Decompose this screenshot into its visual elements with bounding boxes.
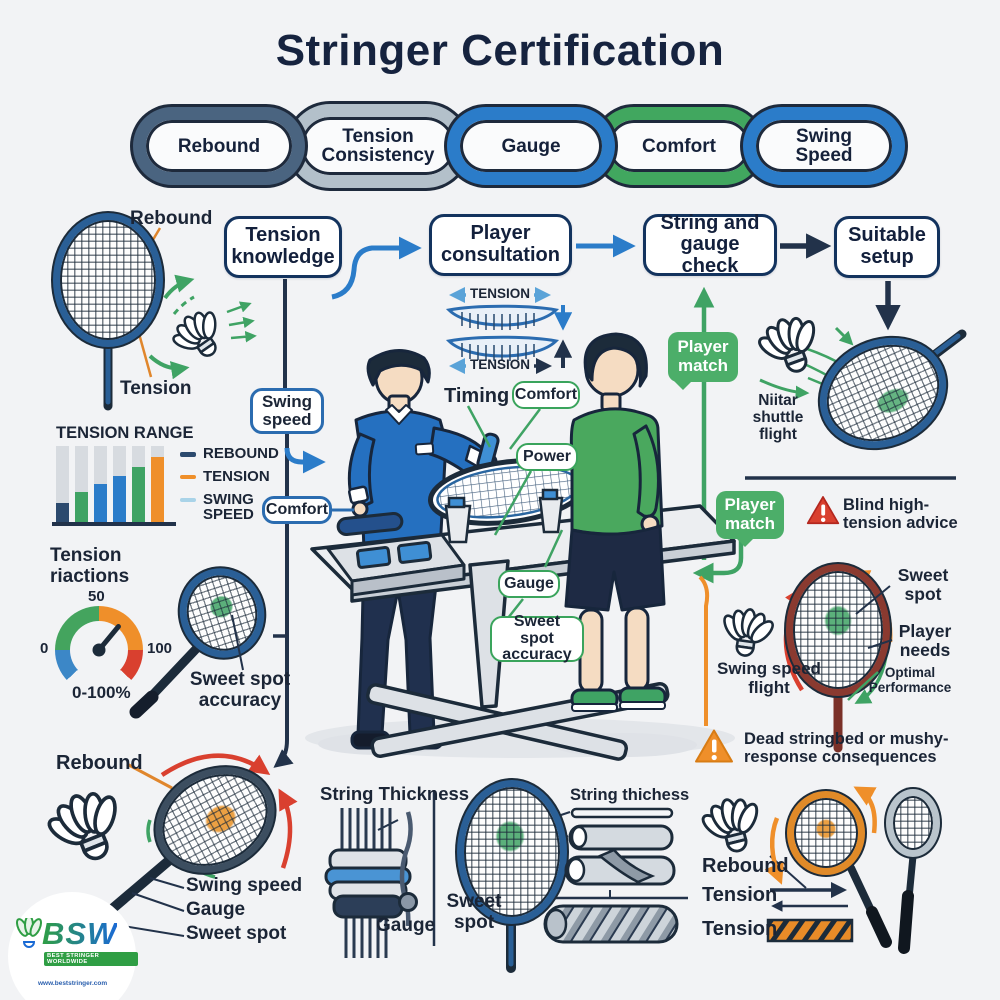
sweet-spot-accuracy-racket xyxy=(168,557,276,669)
chain-link-gauge: Gauge xyxy=(447,107,615,185)
comfort-pill-blue: Comfort xyxy=(262,496,332,524)
bsw-shuttle-icon xyxy=(15,918,43,948)
legend-swatch xyxy=(180,474,196,480)
rebound-tension-racket xyxy=(53,213,163,347)
chain-link-tension-consistency: Tension Consistency xyxy=(288,104,468,188)
shuttlecock-icon xyxy=(715,604,780,661)
shuttlecock-icon xyxy=(162,300,236,371)
gauge-max-label: 100 xyxy=(147,640,173,657)
chart-legend: REBOUND TENSION SWING SPEED xyxy=(180,445,279,530)
flow-step-tension-knowledge: Tension knowledge xyxy=(224,216,342,278)
timing-label: Timing xyxy=(444,385,510,407)
sweet-spot-accuracy-label-left: Sweet spot accuracy xyxy=(189,669,291,711)
legend-swatch xyxy=(180,452,196,457)
legend-label: SWING SPEED xyxy=(203,490,254,524)
bar-bg xyxy=(113,446,126,522)
bsw-logo-tagline: BEST STRINGER WORLDWIDE xyxy=(44,952,138,966)
bsw-logo: BSW BEST STRINGER WORLDWIDE www.beststri… xyxy=(8,892,138,1000)
gauge-mid-label: 50 xyxy=(88,588,105,605)
string-samples xyxy=(543,807,679,944)
string-thichess-label: String thichess xyxy=(570,786,690,804)
bar-bg xyxy=(151,446,164,522)
swing-speed-flight-label: Swing speed flight xyxy=(717,659,821,697)
warning-icon-red xyxy=(806,496,840,525)
swing-speed-label-bottom-left: Swing speed xyxy=(186,875,303,896)
chain-link-label: Tension Consistency xyxy=(321,126,435,166)
bsw-logo-text: BSW xyxy=(42,916,118,951)
gauge-label-bottom-left: Gauge xyxy=(186,899,246,920)
chart-baseline xyxy=(52,522,176,526)
bar-bg xyxy=(56,446,69,522)
legend-label: TENSION xyxy=(203,467,270,485)
shuttlecock-icon xyxy=(749,307,832,384)
warning-icon-orange xyxy=(695,729,733,763)
power-pill: Power xyxy=(516,443,578,471)
gauge-label-bottom-center: Gauge xyxy=(376,915,436,936)
rebound-label-bottom-left: Rebound xyxy=(56,752,143,774)
tension-range-bar-chart xyxy=(56,446,174,522)
bar xyxy=(132,467,145,522)
warning-high-tension-label: Blind high-tension advice xyxy=(843,496,958,533)
legend-swatch xyxy=(180,497,196,502)
bar-bg xyxy=(132,446,145,522)
flow-step-player-consultation: Player consultation xyxy=(429,214,572,276)
chain-link-label: Swing Speed xyxy=(795,126,853,166)
gauge-min-label: 0 xyxy=(40,640,49,657)
orange-racket-bottom-right xyxy=(787,791,865,875)
flow-step-string-gauge-check: String and gauge check xyxy=(643,212,777,277)
shuttle-flight-label: Niitar shuttle flight xyxy=(752,392,804,444)
player-needs-label: Player needs xyxy=(898,621,952,661)
bar xyxy=(151,457,164,522)
legend-label: REBOUND xyxy=(203,445,279,462)
gauge-pill: Gauge xyxy=(498,570,560,598)
bar xyxy=(56,503,69,522)
chain-link-comfort: Comfort xyxy=(595,107,763,185)
gauge-range-label: 0-100% xyxy=(72,683,131,702)
chain-link-rebound: Rebound xyxy=(133,107,305,185)
page-title: Stringer Certification xyxy=(275,26,725,75)
tension-label-bottom-right-2: Tension xyxy=(702,918,778,940)
gauge-string-sample xyxy=(398,811,418,927)
tension-label-top: Tension xyxy=(120,378,192,399)
string-thickness-title: String Thickness xyxy=(320,783,470,804)
player-match-tag-1: Player match xyxy=(668,332,738,390)
comfort-pill-green: Comfort xyxy=(512,381,580,409)
tension-label-bottom-right-1: Tension xyxy=(702,884,778,906)
bar xyxy=(94,484,107,522)
flow-step-suitable-setup: Suitable setup xyxy=(834,216,940,278)
gauge-title: Tension riactions xyxy=(50,545,130,587)
sweet-spot-label-bottom-center: Sweet spot xyxy=(446,891,502,933)
chain-link-swing-speed: Swing Speed xyxy=(743,107,905,185)
gray-racket-bottom-right xyxy=(886,789,940,857)
shuttlecock-icon xyxy=(36,779,138,875)
warning-dead-stringbed-label: Dead stringbed or mushy-response consequ… xyxy=(744,730,949,767)
sweet-spot-accuracy-pill: Sweet spot accuracy xyxy=(490,613,584,663)
tension-range-chart-title: TENSION RANGE xyxy=(56,424,194,442)
bar-bg xyxy=(75,446,88,522)
sweet-spot-label-right: Sweet spot xyxy=(897,565,949,605)
bar xyxy=(113,476,126,522)
chain-link-label: Gauge xyxy=(501,135,561,157)
rebound-racket-bottom-left xyxy=(136,746,294,894)
bar xyxy=(75,491,88,522)
tension-gauge xyxy=(55,606,143,694)
tension-label-row2: TENSION xyxy=(469,357,530,372)
tension-band-sample xyxy=(766,918,854,943)
chain-link-label: Rebound xyxy=(177,135,261,157)
rebound-label-top: Rebound xyxy=(130,208,213,229)
swing-speed-pill: Swing speed xyxy=(250,388,324,434)
player-match-tag-2: Player match xyxy=(716,491,784,547)
tension-label-row1: TENSION xyxy=(469,286,530,301)
gauge-center-dot xyxy=(92,643,106,657)
bar-bg xyxy=(94,446,107,522)
bsw-logo-website: www.beststringer.com xyxy=(38,980,108,987)
chain-link-label: Comfort xyxy=(642,135,716,157)
rebound-label-bottom-right: Rebound xyxy=(702,855,789,877)
sweet-spot-label-bottom-left: Sweet spot xyxy=(186,923,287,944)
optimal-performance-label: Optimal Performance xyxy=(868,665,952,695)
